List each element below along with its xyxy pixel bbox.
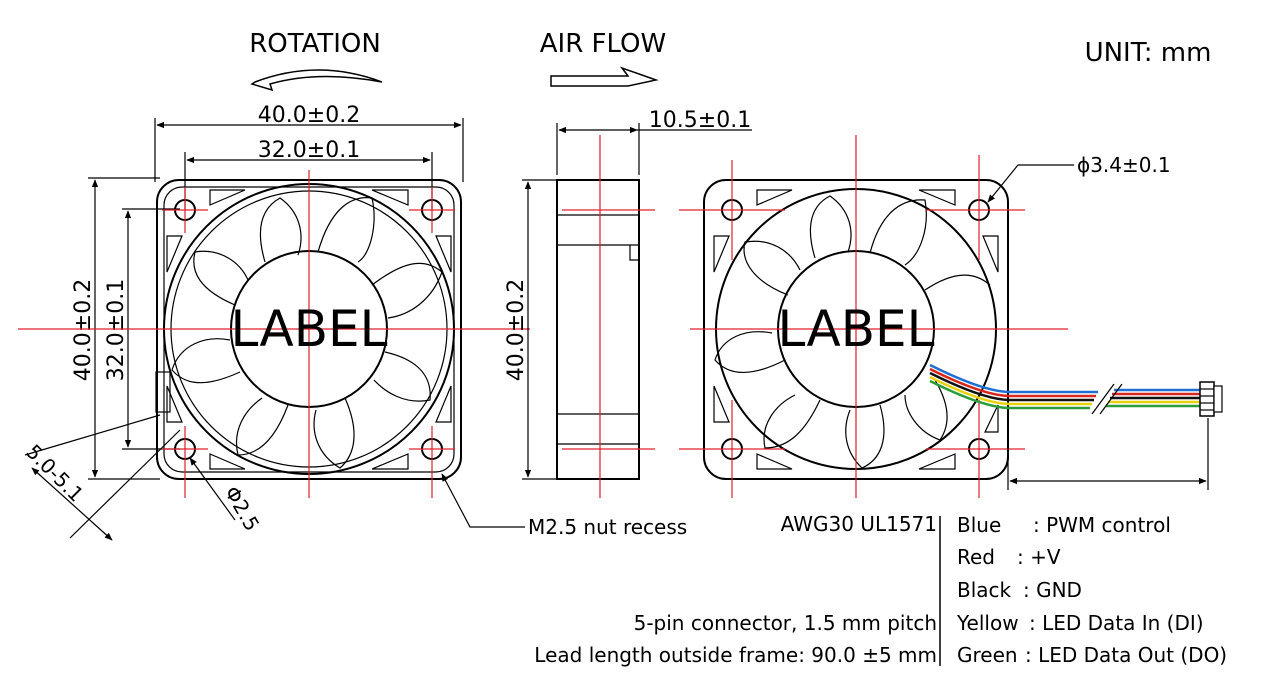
front-hole-pitch-h: 32.0±0.1 (258, 138, 360, 163)
connector-note: 5-pin connector, 1.5 mm pitch (633, 611, 937, 635)
slot-dim: 5.0-5.1 (21, 440, 88, 507)
wire-item: Blue: PWM control (957, 513, 1171, 537)
front-view: 40.0±0.2 32.0±0.1 40.0±0.2 32.0±0.1 (18, 103, 530, 541)
rotation-arrow-icon (250, 69, 383, 92)
front-height-dim: 40.0±0.2 (71, 279, 96, 381)
side-height-dim: 40.0±0.2 (504, 279, 529, 381)
rotation-label: ROTATION (249, 29, 381, 59)
lead-length-note: Lead length outside frame: 90.0 ±5 mm (534, 643, 937, 667)
unit-label: UNIT: mm (1085, 38, 1212, 68)
wire-bundle (929, 363, 1200, 415)
connector (1199, 381, 1223, 417)
nut-recess-label: M2.5 nut recess (528, 515, 687, 539)
front-blades (171, 197, 443, 469)
airflow-label: AIR FLOW (540, 29, 666, 59)
wire-item: Red: +V (957, 545, 1061, 569)
front-hole-pitch-v: 32.0±0.1 (104, 279, 129, 381)
wire-spec: AWG30 UL1571 (780, 512, 937, 536)
airflow-indicator: AIR FLOW (540, 29, 666, 87)
wire-item: Black: GND (957, 578, 1082, 602)
back-hole-dia: ϕ3.4±0.1 (1077, 153, 1171, 177)
back-label: LABEL (778, 300, 935, 358)
wire-item: Yellow: LED Data In (DI) (957, 611, 1204, 635)
side-frame (556, 179, 640, 480)
airflow-arrow-icon (550, 66, 659, 87)
rotation-indicator: ROTATION (249, 29, 383, 92)
front-width-dim: 40.0±0.2 (258, 103, 360, 128)
side-view: 10.5±0.1 40.0±0.2 M2.5 nut recess (441, 108, 752, 539)
back-view: LABEL ϕ3.4±0.1 (679, 135, 1223, 498)
side-thickness-dim: 10.5±0.1 (649, 108, 751, 133)
front-label: LABEL (231, 300, 388, 358)
wire-item: Green: LED Data Out (DO) (957, 643, 1228, 667)
